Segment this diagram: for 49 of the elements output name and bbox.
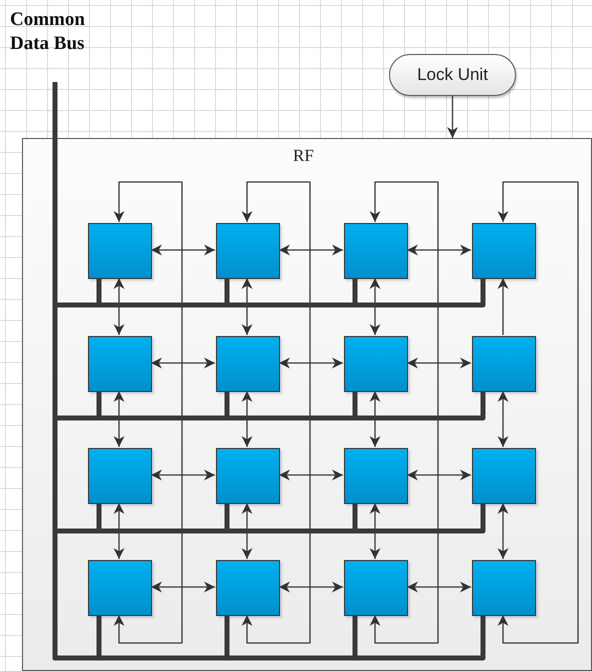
register-box: [344, 560, 408, 616]
register-box: [344, 223, 408, 279]
arrow: [498, 391, 508, 447]
arrow: [370, 391, 380, 447]
register-box: [216, 560, 280, 616]
register-box: [216, 223, 280, 279]
arrow: [407, 470, 471, 480]
arrow: [242, 391, 252, 447]
arrow: [114, 181, 183, 644]
arrow: [370, 278, 380, 335]
register-box: [88, 560, 152, 616]
register-box: [472, 223, 536, 279]
arrow: [151, 470, 215, 480]
arrow: [151, 582, 215, 592]
register-box: [88, 223, 152, 279]
arrow: [498, 278, 508, 335]
arrow: [407, 358, 471, 368]
arrow: [447, 96, 458, 138]
arrow: [151, 358, 215, 368]
bus-label: Common Data Bus: [10, 8, 86, 56]
arrow: [151, 244, 215, 256]
arrow: [279, 582, 343, 592]
arrow: [242, 503, 252, 559]
register-box: [344, 336, 408, 392]
arrow: [370, 181, 439, 644]
arrow: [407, 582, 471, 592]
arrow: [242, 278, 252, 335]
arrow: [242, 181, 311, 644]
arrow: [279, 244, 343, 256]
arrow: [114, 278, 124, 335]
panel-title: RF: [293, 145, 314, 167]
register-box: [88, 448, 152, 504]
register-box: [472, 448, 536, 504]
register-box: [344, 448, 408, 504]
unit-box: Lock Unit: [389, 54, 516, 96]
register-file-panel: [22, 138, 592, 671]
arrow: [498, 181, 579, 644]
arrow: [114, 391, 124, 447]
arrow: [370, 503, 380, 559]
register-box: [472, 336, 536, 392]
register-box: [88, 336, 152, 392]
register-box: [216, 448, 280, 504]
arrow: [407, 244, 471, 256]
register-box: [216, 336, 280, 392]
arrow: [498, 503, 508, 559]
arrow: [279, 470, 343, 480]
arrow: [279, 358, 343, 368]
arrow: [114, 503, 124, 559]
register-box: [472, 560, 536, 616]
